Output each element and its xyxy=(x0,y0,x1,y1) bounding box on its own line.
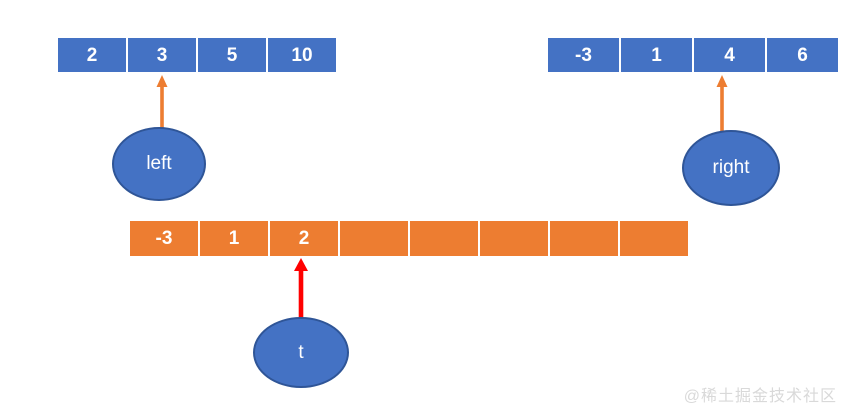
merged-array: -3 1 2 xyxy=(130,221,688,256)
right-pointer-up-arrow-icon xyxy=(716,75,728,132)
right-array-cell-1: 1 xyxy=(621,38,692,72)
merged-array-cell-3 xyxy=(340,221,408,256)
merged-array-cell-5 xyxy=(480,221,548,256)
merged-array-cell-1: 1 xyxy=(200,221,268,256)
right-array-cell-3: 6 xyxy=(767,38,838,72)
left-pointer-label: left xyxy=(146,153,172,174)
left-pointer-up-arrow-icon xyxy=(156,75,168,129)
merged-array-cell-0: -3 xyxy=(130,221,198,256)
right-array: -3 1 4 6 xyxy=(548,38,838,72)
right-array-cell-0: -3 xyxy=(548,38,619,72)
t-pointer-ellipse: t xyxy=(253,317,349,388)
t-pointer-up-arrow-icon xyxy=(294,258,308,319)
right-pointer-label: right xyxy=(712,157,750,178)
left-array: 2 3 5 10 xyxy=(58,38,336,72)
left-array-cell-2: 5 xyxy=(198,38,266,72)
right-array-cell-2: 4 xyxy=(694,38,765,72)
watermark: @稀土掘金技术社区 xyxy=(683,388,837,405)
left-pointer-ellipse: left xyxy=(112,127,206,201)
t-pointer-label: t xyxy=(298,341,304,363)
merged-array-cell-4 xyxy=(410,221,478,256)
left-array-cell-0: 2 xyxy=(58,38,126,72)
right-pointer-ellipse: right xyxy=(682,130,780,206)
merged-array-cell-7 xyxy=(620,221,688,256)
left-array-cell-3: 10 xyxy=(268,38,336,72)
left-array-cell-1: 3 xyxy=(128,38,196,72)
merged-array-cell-6 xyxy=(550,221,618,256)
merged-array-cell-2: 2 xyxy=(270,221,338,256)
